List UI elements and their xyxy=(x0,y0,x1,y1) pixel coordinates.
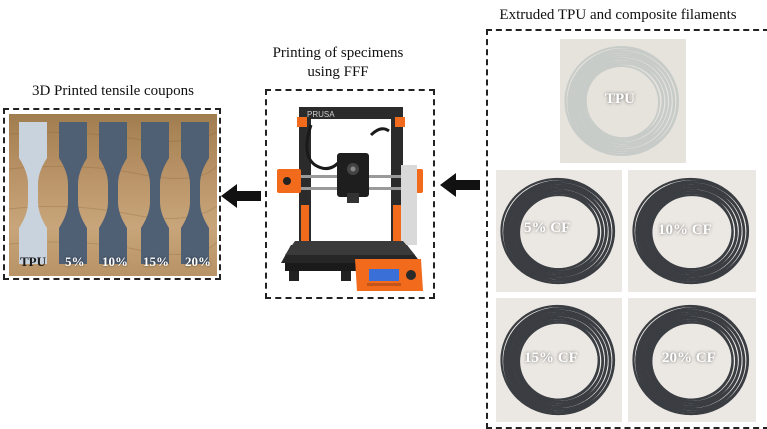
cf-coil-icon xyxy=(632,177,750,285)
coupon-label-15: 15% xyxy=(143,254,169,269)
coupon-label-10: 10% xyxy=(102,254,128,269)
cf-coil-icon xyxy=(500,177,616,285)
filament-photo-tpu: TPU xyxy=(560,39,686,163)
coupon-label-5: 5% xyxy=(65,254,85,269)
filament-photo-20cf: 20% CF xyxy=(628,298,756,422)
tensile-coupon xyxy=(99,122,127,264)
coupon-label-tpu: TPU xyxy=(20,254,46,269)
tensile-coupon xyxy=(141,122,169,264)
filament-label-15cf: 15% CF xyxy=(524,350,578,366)
filament-photo-5cf: 5% CF xyxy=(496,170,622,292)
cf-coil-icon xyxy=(632,304,750,416)
filament-photo-10cf: 10% CF xyxy=(628,170,756,292)
coupons-illustration xyxy=(9,122,217,264)
tensile-coupon xyxy=(19,122,47,264)
printer-photo: PRUSA xyxy=(271,95,429,295)
tensile-coupon xyxy=(59,122,87,264)
cf-coil-icon xyxy=(500,304,616,416)
3d-printer-icon: PRUSA xyxy=(277,107,423,291)
arrow-left-icon xyxy=(221,184,261,208)
filament-label-tpu: TPU xyxy=(605,91,635,107)
filaments-caption: Extruded TPU and composite filaments xyxy=(499,7,737,23)
coupons-panel: TPU 5% 10% 15% 20% xyxy=(3,108,221,280)
filament-label-10cf: 10% CF xyxy=(658,222,712,238)
printer-caption-line2: using FFF xyxy=(307,64,369,80)
filament-photo-15cf: 15% CF xyxy=(496,298,622,422)
printer-brand: PRUSA xyxy=(307,110,335,119)
filaments-panel: TPU 5% CF 10% CF 15% CF 20% CF xyxy=(486,29,767,429)
arrow-left-icon-2 xyxy=(440,173,480,197)
coupons-caption: 3D Printed tensile coupons xyxy=(31,83,195,99)
tpu-coil-icon xyxy=(564,46,680,157)
filament-label-5cf: 5% CF xyxy=(524,220,571,236)
printer-caption-line1: Printing of specimens xyxy=(272,45,404,61)
printer-panel: PRUSA xyxy=(265,89,435,299)
coupon-label-20: 20% xyxy=(185,254,211,269)
coupons-photo: TPU 5% 10% 15% 20% xyxy=(9,114,217,276)
tensile-coupon xyxy=(181,122,209,264)
filament-label-20cf: 20% CF xyxy=(662,350,716,366)
